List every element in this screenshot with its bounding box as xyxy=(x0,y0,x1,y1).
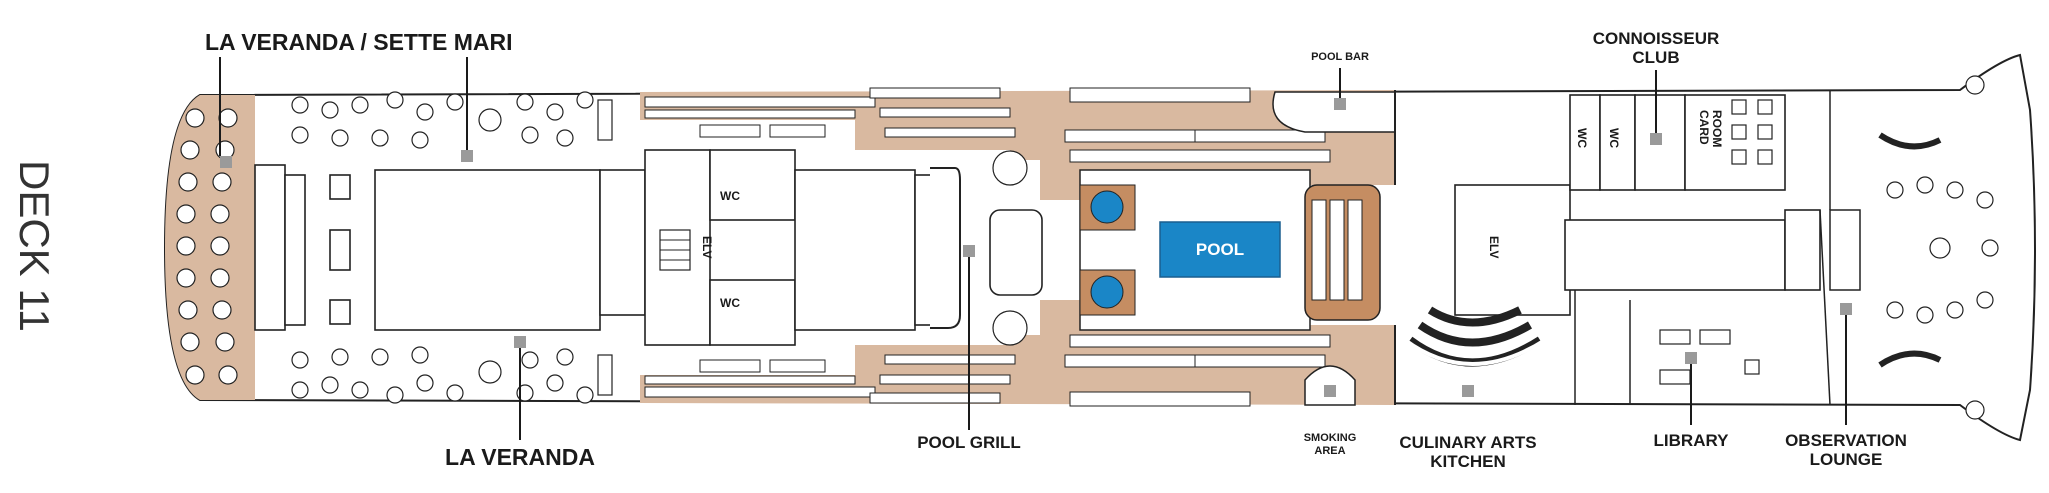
label-library: LIBRARY xyxy=(1654,431,1730,450)
deck-title: DECK 11 xyxy=(11,160,58,332)
location-markers xyxy=(220,98,1852,397)
whirlpool-upper xyxy=(1090,190,1124,224)
elv-aft: ELV xyxy=(700,236,714,258)
marker-pool-grill xyxy=(963,245,975,257)
pool-grill-counter xyxy=(930,167,961,329)
marker-la-veranda xyxy=(514,336,526,348)
wc-fwd-2: WC xyxy=(1607,128,1621,148)
marker-sette-mari xyxy=(461,150,473,162)
label-culinary-1: CULINARY ARTS xyxy=(1399,433,1536,452)
label-smoking-2: AREA xyxy=(1314,445,1345,457)
label-observation-2: LOUNGE xyxy=(1810,450,1883,469)
la-veranda-restaurant xyxy=(254,164,646,331)
marker-connoisseur xyxy=(1650,133,1662,145)
la-veranda-tables xyxy=(291,91,613,404)
label-connoisseur-1: CONNOISSEUR xyxy=(1593,29,1720,48)
card-room-tables xyxy=(1731,99,1773,165)
label-observation-1: OBSERVATION xyxy=(1785,431,1907,450)
label-la-veranda: LA VERANDA xyxy=(445,444,595,470)
marker-aft-terrace xyxy=(220,156,232,168)
label-smoking-1: SMOKING xyxy=(1304,432,1357,444)
label-la-veranda-sette-mari: LA VERANDA / SETTE MARI xyxy=(205,29,513,55)
pool xyxy=(1159,221,1281,278)
library-tables xyxy=(1659,329,1760,385)
spiral-stair-lower xyxy=(992,310,1028,346)
marker-culinary-arts xyxy=(1462,385,1474,397)
culinary-arts-stations xyxy=(1403,306,1547,367)
aft-elevator-block xyxy=(644,149,938,346)
observation-lounge-seating xyxy=(1878,75,1999,420)
deck-chairs-lower xyxy=(644,334,1331,407)
card-room-label-1: CARD xyxy=(1697,110,1711,145)
aft-terrace-deck xyxy=(165,95,255,400)
spiral-stair-upper xyxy=(992,150,1028,186)
wc-aft-upper: WC xyxy=(720,189,740,203)
deck-chairs-upper xyxy=(644,87,1331,163)
wc-aft-lower: WC xyxy=(720,296,740,310)
label-pool-bar: POOL BAR xyxy=(1311,51,1369,63)
label-connoisseur-2: CLUB xyxy=(1632,48,1679,67)
elv-fwd: ELV xyxy=(1487,236,1501,258)
marker-pool-bar xyxy=(1334,98,1346,110)
label-pool-grill: POOL GRILL xyxy=(917,433,1021,452)
card-room-label-2: ROOM xyxy=(1710,110,1724,147)
bandstand-seats xyxy=(1311,199,1363,301)
wc-fwd-1: WC xyxy=(1575,128,1589,148)
marker-smoking-area xyxy=(1324,385,1336,397)
whirlpool-lower xyxy=(1090,275,1124,309)
label-culinary-2: KITCHEN xyxy=(1430,452,1506,471)
marker-observation xyxy=(1840,303,1852,315)
pool-bar-counter xyxy=(1272,91,1396,133)
marker-library xyxy=(1685,352,1697,364)
pool-label: POOL xyxy=(1196,240,1244,259)
pool-grill-kitchen xyxy=(989,209,1043,296)
observation-lounge-bar xyxy=(1829,209,1861,291)
leader-lines xyxy=(219,57,1847,440)
